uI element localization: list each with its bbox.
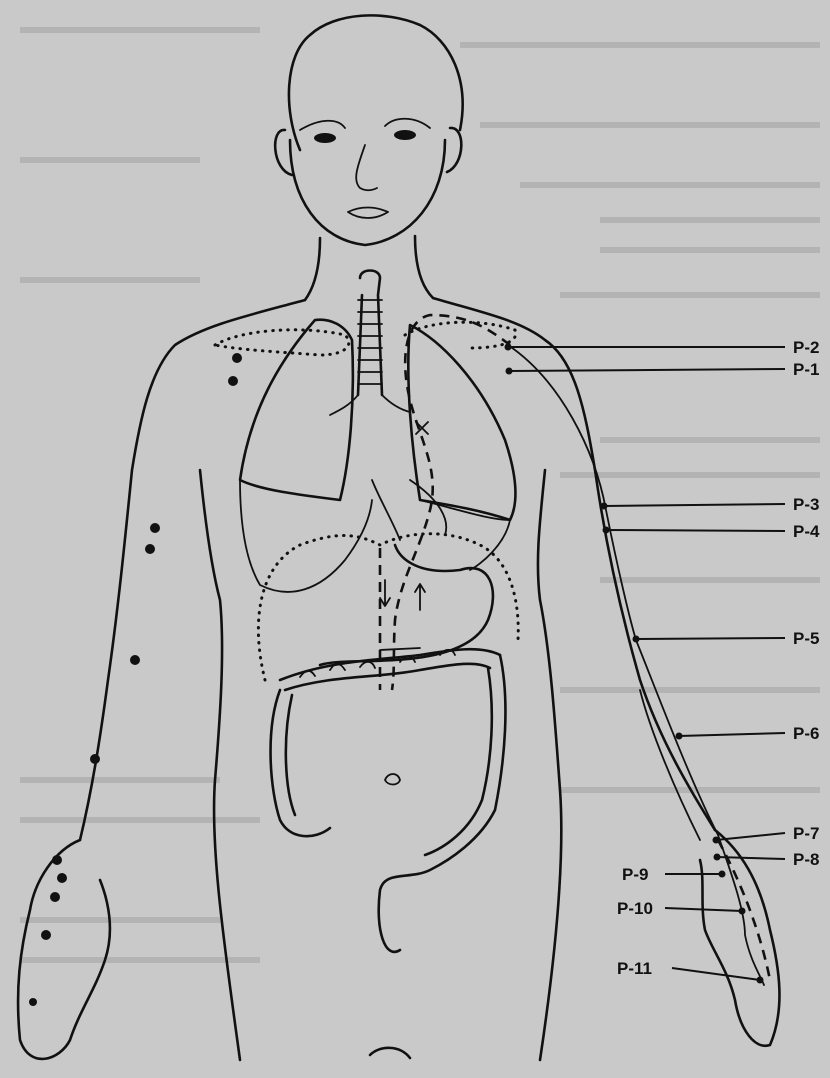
point-labels: P-2 P-1 P-3 P-4 P-5 P-6 P-7 P-8 P-9 P-10… (617, 338, 820, 978)
head (275, 15, 462, 300)
label-p8: P-8 (793, 850, 819, 869)
label-p4: P-4 (793, 522, 820, 541)
label-p1: P-1 (793, 360, 819, 379)
trachea (330, 271, 410, 416)
clavicles (215, 322, 516, 355)
label-p3: P-3 (793, 495, 819, 514)
label-p6: P-6 (793, 724, 819, 743)
large-intestine (271, 648, 506, 952)
navel (385, 774, 400, 785)
liver-stomach (240, 480, 510, 665)
label-p9: P-9 (622, 865, 648, 884)
heart (372, 480, 446, 540)
label-p10: P-10 (617, 899, 653, 918)
body-outline (18, 298, 779, 1060)
arrow-down (380, 580, 390, 606)
label-p11: P-11 (617, 959, 652, 978)
label-p5: P-5 (793, 629, 819, 648)
arrow-up (415, 584, 425, 610)
label-p7: P-7 (793, 824, 819, 843)
label-p2: P-2 (793, 338, 819, 357)
lungs (240, 320, 515, 520)
internal-meridian (392, 315, 510, 690)
